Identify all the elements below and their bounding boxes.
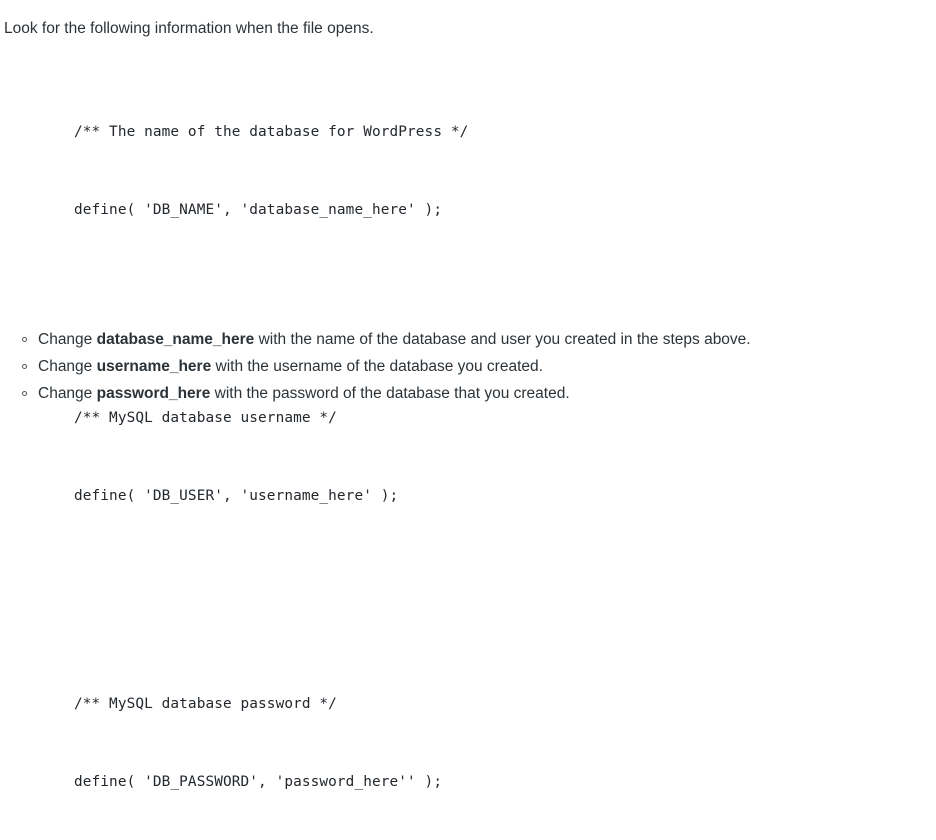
code-statement-db-user: define( 'DB_USER', 'username_here' ); xyxy=(74,488,399,505)
list-item: Change username_here with the username o… xyxy=(0,357,936,384)
hollow-circle-icon xyxy=(22,330,30,350)
list-item-suffix: with the password of the database that y… xyxy=(210,385,570,402)
code-comment-db-password: /** MySQL database password */ xyxy=(74,696,337,713)
instruction-list: Change database_name_here with the name … xyxy=(0,330,936,411)
list-item-suffix: with the username of the database you cr… xyxy=(211,358,543,375)
documentation-page: Look for the following information when … xyxy=(0,19,936,791)
hollow-circle-icon xyxy=(22,357,30,377)
list-item-suffix: with the name of the database and user y… xyxy=(254,331,751,348)
code-group-db-name: /** The name of the database for WordPre… xyxy=(74,67,468,275)
code-comment-db-name: /** The name of the database for WordPre… xyxy=(74,124,469,141)
list-item-token: password_here xyxy=(96,385,211,402)
list-item-prefix: Change xyxy=(38,358,97,375)
code-statement-db-name: define( 'DB_NAME', 'database_name_here' … xyxy=(74,202,443,219)
code-group-db-password: /** MySQL database password */ define( '… xyxy=(74,639,468,840)
list-item-prefix: Change xyxy=(38,385,97,402)
list-item-token: database_name_here xyxy=(96,331,255,348)
wp-config-code-block: /** The name of the database for WordPre… xyxy=(74,41,468,840)
hollow-circle-icon xyxy=(22,384,30,404)
list-item: Change password_here with the password o… xyxy=(0,384,936,411)
intro-paragraph: Look for the following information when … xyxy=(4,19,374,37)
list-item: Change database_name_here with the name … xyxy=(0,330,936,357)
list-item-prefix: Change xyxy=(38,331,97,348)
list-item-token: username_here xyxy=(96,358,212,375)
code-statement-db-password: define( 'DB_PASSWORD', 'password_here'' … xyxy=(74,774,443,791)
